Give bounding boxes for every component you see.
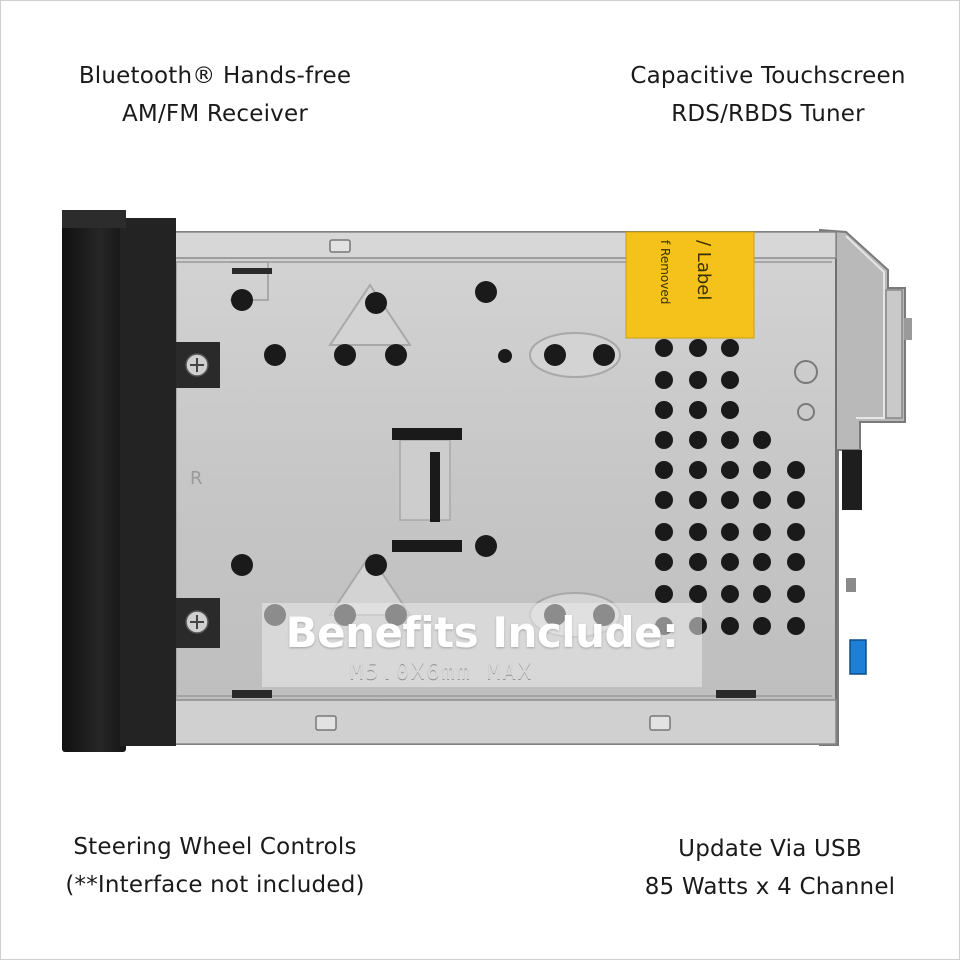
feature-touchscreen-text: Capacitive Touchscreen bbox=[630, 63, 906, 89]
feature-top-right: Capacitive Touchscreen RDS/RBDS Tuner bbox=[610, 57, 926, 133]
feature-rds-text: RDS/RBDS Tuner bbox=[671, 101, 865, 127]
benefits-heading: Benefits Include: bbox=[285, 608, 679, 657]
feature-bottom-right: Update Via USB 85 Watts x 4 Channel bbox=[620, 830, 920, 906]
feature-usb-text: Update Via USB bbox=[678, 836, 862, 862]
feature-interface-note-text: (**Interface not included) bbox=[65, 872, 365, 898]
feature-watts-text: 85 Watts x 4 Channel bbox=[644, 874, 896, 900]
feature-top-left: Bluetooth® Hands-free AM/FM Receiver bbox=[60, 57, 370, 133]
feature-steering-text: Steering Wheel Controls bbox=[73, 834, 357, 860]
side-mark-text: R bbox=[190, 468, 203, 489]
sticker-label-text: / Label bbox=[693, 240, 714, 301]
feature-bluetooth-text: Bluetooth® Hands-free bbox=[78, 63, 352, 89]
sticker-removed-text: f Removed bbox=[658, 240, 672, 305]
feature-am-fm-text: AM/FM Receiver bbox=[121, 101, 308, 127]
feature-bottom-left: Steering Wheel Controls (**Interface not… bbox=[50, 828, 380, 904]
chassis-engraving: M5.0X6mm MAX bbox=[350, 660, 533, 685]
overlay-panel bbox=[262, 603, 702, 687]
